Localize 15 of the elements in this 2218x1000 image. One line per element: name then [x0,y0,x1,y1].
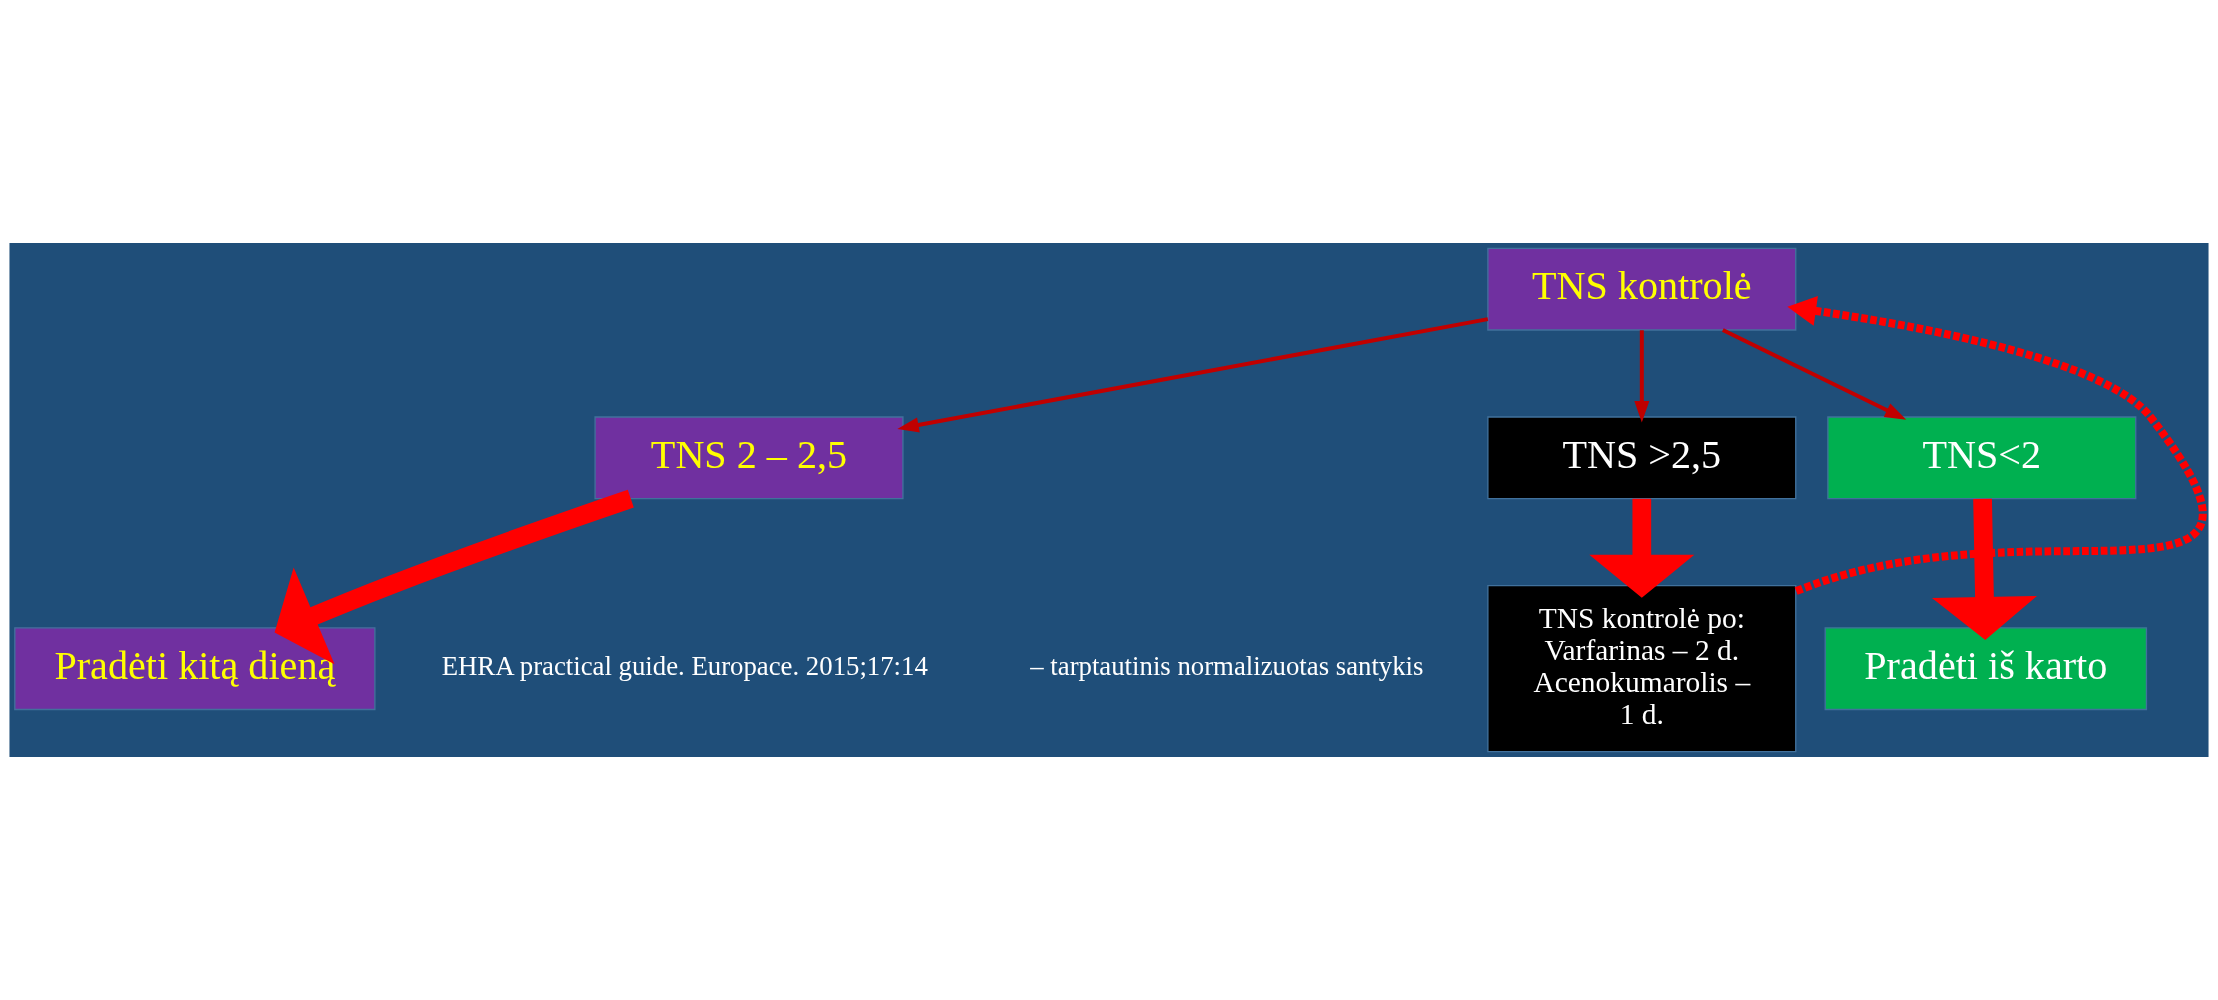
node-box: TNS kontrolė [1487,247,1797,331]
node-box: Pradėti kitą dieną [14,627,376,711]
arrow [1721,328,1907,420]
node-box: Pradėti iš karto [1824,627,2148,711]
arrow [274,489,634,665]
arrow [1787,295,2206,595]
arrow [1634,330,1650,423]
node-box: TNS 2 – 2,5 [594,416,904,500]
node-box: TNS >2,5 [1487,416,1797,500]
label: EHRA practical guide. Europace. 2015;17:14 [441,651,928,682]
node-box: TNS<2 [1827,416,2137,500]
label: – tarptautinis normalizuotas santykis [1030,651,1424,682]
arrow [1589,498,1695,598]
node-box: TNS kontrolė po: Varfarinas – 2 d. Acenokumarolis – 1 d. [1487,585,1797,753]
arrow [897,317,1489,433]
